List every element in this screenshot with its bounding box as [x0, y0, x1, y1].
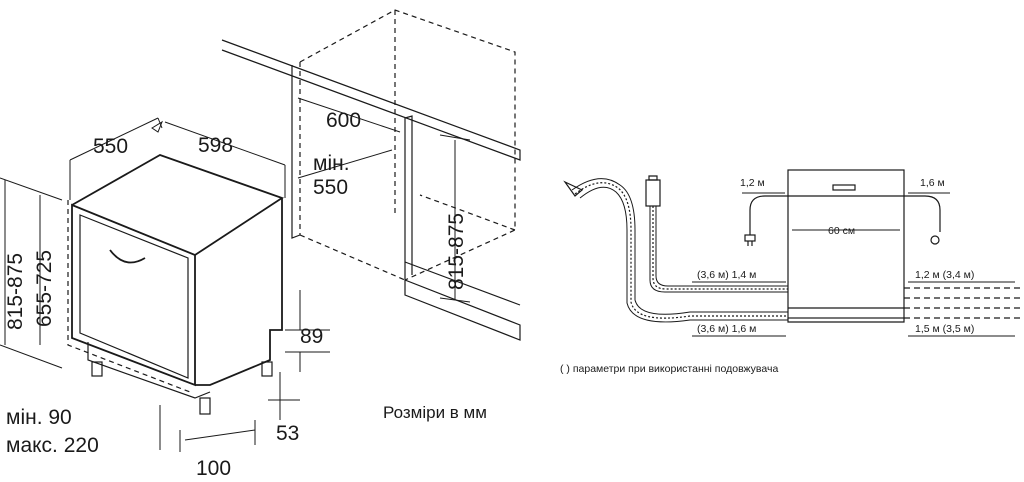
label-inlet-hose: (3,6 м) 1,4 м [697, 269, 756, 281]
dim-550-depth: 550 [93, 135, 128, 158]
extension-footnote: ( ) параметри при використанні подовжува… [560, 363, 778, 375]
dim-53: 53 [276, 422, 299, 445]
dim-min-label: мін. [313, 152, 350, 175]
aqua-stop-valve [645, 179, 661, 207]
label-right-1-2m: 1,2 м (3,4 м) [915, 269, 974, 281]
dim-height-815-875-right: 815-875 [445, 213, 468, 290]
hose-diagram [563, 169, 1020, 337]
label-cable-1-6m: 1,6 м [920, 177, 945, 189]
foot-front [199, 397, 211, 415]
dishwasher-isometric [67, 154, 285, 415]
dim-max-220: макс. 220 [6, 434, 99, 457]
dim-89: 89 [300, 325, 323, 348]
label-width-60cm: 60 см [828, 225, 855, 237]
cabinet-niche [221, 9, 521, 341]
dim-600: 600 [326, 109, 361, 132]
dimension-lines [0, 97, 471, 452]
dim-min-90: мін. 90 [6, 406, 72, 429]
dishwasher-top-view [787, 169, 905, 319]
dim-598-width: 598 [198, 134, 233, 157]
label-right-1-5m: 1,5 м (3,5 м) [915, 323, 974, 335]
dim-height-655-725: 655-725 [33, 250, 56, 327]
door-handle [109, 249, 146, 264]
label-drain-hose: (3,6 м) 1,6 м [697, 323, 756, 335]
dim-height-815-875-left: 815-875 [4, 253, 27, 330]
label-cable-1-2m: 1,2 м [740, 177, 765, 189]
foot-right [261, 361, 273, 377]
units-note: Розміри в мм [383, 403, 487, 422]
foot-left [91, 361, 103, 377]
dim-min-550: 550 [313, 176, 348, 199]
control-panel [832, 184, 856, 191]
dim-100: 100 [196, 457, 231, 480]
